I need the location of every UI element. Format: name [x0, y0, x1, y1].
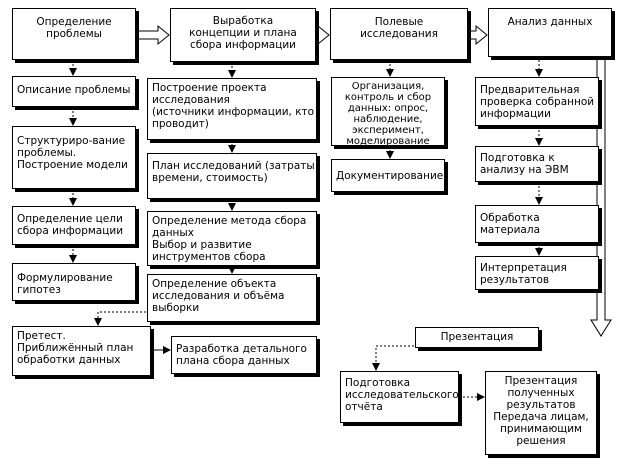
block-arrow-1 — [135, 24, 170, 46]
box-problem-description: Описание проблемы — [12, 76, 136, 107]
block-arrow-3 — [467, 24, 488, 46]
box-documentation: Документирование — [331, 159, 445, 192]
block-arrow-2 — [315, 24, 330, 46]
block-arrow-down — [590, 56, 612, 337]
header-data-analysis: Анализ данных — [488, 8, 612, 57]
box-presentation: Презентация — [415, 327, 539, 348]
